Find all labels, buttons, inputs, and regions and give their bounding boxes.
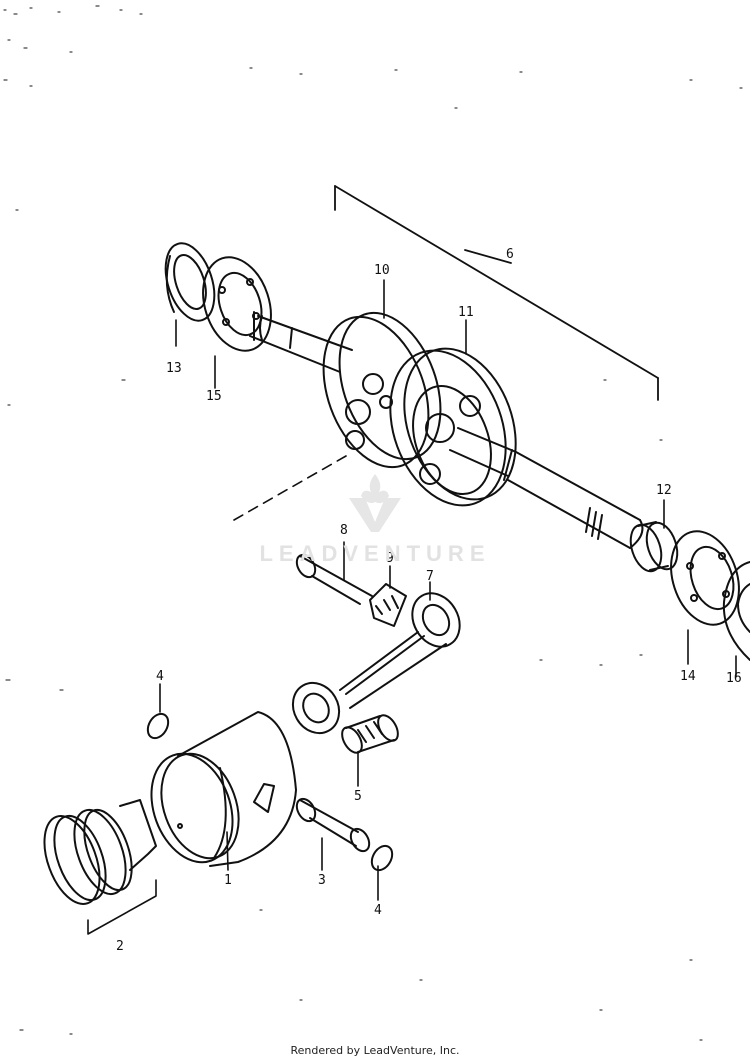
callout-13: 13 [166,361,182,376]
callout-9: 9 [386,551,394,566]
crank-pin-dashed-leader [233,455,347,521]
crankshaft-bracket [334,185,659,401]
oil-seal-left-shape [164,242,216,322]
spacer-shape [629,521,679,573]
crank-web-left-shape [322,311,442,469]
callout-7: 7 [426,569,434,584]
callout-10: 10 [374,263,390,278]
callout-numbers: 1 2 3 4 4 5 6 7 8 9 10 11 12 13 14 15 16 [116,247,742,954]
callout-12: 12 [656,483,672,498]
crankshaft-right-shaft [449,427,644,549]
piston-shape [150,711,297,867]
callout-15: 15 [206,389,222,404]
big-end-bearing-shape [369,583,407,627]
callout-8: 8 [340,523,348,538]
callout-4-top: 4 [156,669,164,684]
callout-14: 14 [680,669,696,684]
footer-credit: Rendered by LeadVenture, Inc. [290,1044,460,1057]
callout-5: 5 [354,789,362,804]
connecting-rod-shape [291,592,461,735]
bearing-right-shape [670,530,740,626]
small-end-bearing-shape [341,714,399,754]
callout-1: 1 [224,873,232,888]
piston-pin-circlips [146,712,394,872]
callout-4-bottom: 4 [374,903,382,918]
callout-2: 2 [116,939,124,954]
crank-pin-shape [295,553,373,605]
callout-11: 11 [458,305,474,320]
callout-3: 3 [318,873,326,888]
scan-speckles [3,5,743,1041]
piston-rings-shape [43,799,157,905]
callout-6: 6 [506,247,514,262]
crank-web-right-shape [389,347,517,507]
crankshaft-left-shaft [249,311,353,373]
oil-seal-right-shape [722,561,750,661]
piston-pin-shape [295,797,371,853]
leader-lines [87,279,737,935]
callout-16: 16 [726,671,742,686]
